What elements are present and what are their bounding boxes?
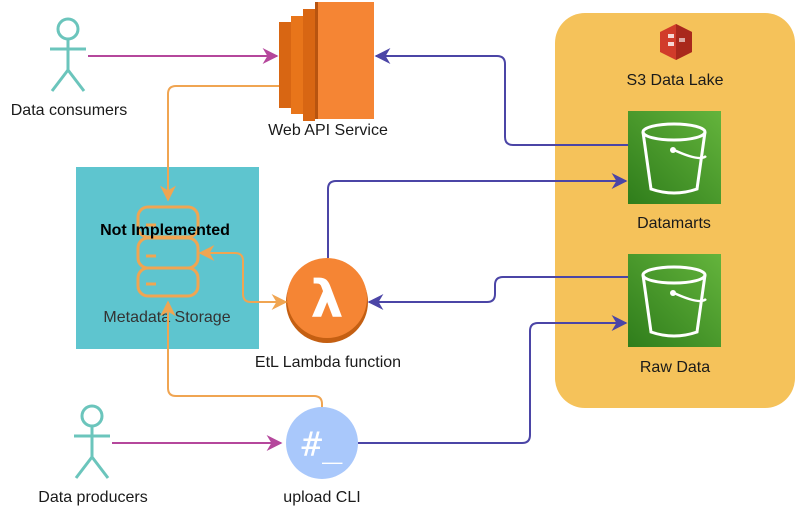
metadata-note: Not Implemented	[100, 222, 230, 239]
lambda-label: EtL Lambda function	[255, 354, 401, 371]
edge-lambda-to-datamarts	[327, 173, 628, 258]
consumers-label: Data consumers	[11, 102, 128, 119]
edge-cli-to-metadata	[160, 300, 323, 407]
producers-label: Data producers	[38, 489, 147, 506]
lambda-function[interactable]: λ	[286, 258, 368, 343]
edge-webapi-to-metadata	[160, 85, 279, 202]
edge-cli-to-rawdata	[358, 315, 628, 444]
data-lake-background	[555, 13, 795, 408]
actor-icon-producers	[74, 404, 110, 479]
edge-lambda-metadata	[198, 245, 288, 310]
bucket-raw-data-label: Raw Data	[640, 359, 710, 376]
lambda-glyph: λ	[311, 270, 344, 330]
cli-glyph: #_	[302, 425, 343, 465]
data-lake-title: S3 Data Lake	[627, 72, 724, 89]
bucket-datamarts-label: Datamarts	[637, 215, 711, 232]
terminal-icon	[286, 407, 358, 479]
bucket-raw-data[interactable]	[628, 254, 721, 347]
web-api-label: Web API Service	[268, 122, 388, 139]
upload-cli[interactable]: #_	[286, 407, 358, 479]
web-api-service[interactable]	[279, 2, 374, 121]
s3-data-lake-group: S3 Data Lake Datamarts Raw Data	[555, 13, 795, 408]
actor-icon-consumers	[50, 17, 86, 92]
bucket-datamarts[interactable]	[628, 111, 721, 204]
database-icon	[136, 205, 200, 298]
edge-datamarts-to-webapi	[374, 48, 628, 146]
cli-label: upload CLI	[283, 489, 360, 506]
s3-icon	[660, 24, 692, 60]
ec2-icon	[279, 2, 374, 121]
edge-rawdata-to-lambda	[367, 276, 628, 310]
